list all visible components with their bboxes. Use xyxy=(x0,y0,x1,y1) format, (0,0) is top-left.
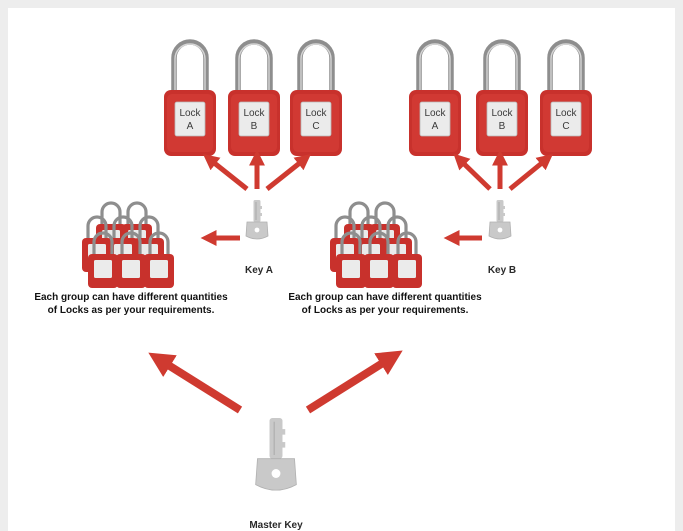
arrow-master-to-group-b xyxy=(305,350,403,414)
group-b-caption: Each group can have different quantities… xyxy=(288,292,482,316)
lock-a-b-letter: B xyxy=(251,121,258,132)
key-b-label: Key B xyxy=(488,265,516,276)
lock-b-a-label: Lock xyxy=(424,108,446,119)
lock-b-a-letter: A xyxy=(432,121,439,132)
lock-a-c-letter: C xyxy=(312,121,319,132)
lock-b-c-label: Lock xyxy=(555,108,577,119)
lock-a-b-label: Lock xyxy=(243,108,265,119)
lock-a-a-label: Lock xyxy=(179,108,201,119)
group-a-caption: Each group can have different quantities… xyxy=(34,292,228,316)
master-key-label: Master Key xyxy=(249,520,303,531)
lock-a-a-letter: A xyxy=(187,121,194,132)
master-key-icon xyxy=(255,418,297,491)
key-a-label: Key A xyxy=(245,265,273,276)
lock-b-b-label: Lock xyxy=(491,108,513,119)
padlock-group-b xyxy=(330,201,422,288)
arrow-key-b-to-lock-1 xyxy=(453,153,492,191)
lock-b-c-letter: C xyxy=(562,121,569,132)
key-b-icon xyxy=(488,200,512,240)
lock-a-c-label: Lock xyxy=(305,108,327,119)
arrow-key-a-to-lock-1 xyxy=(202,154,249,191)
key-a-icon xyxy=(245,200,269,240)
padlock-group-a xyxy=(82,201,174,288)
lock-b-b-letter: B xyxy=(499,121,506,132)
arrow-key-a-to-lock-3 xyxy=(265,154,312,191)
arrow-key-b-to-lock-3 xyxy=(508,153,553,191)
arrow-master-to-group-a xyxy=(148,352,243,414)
